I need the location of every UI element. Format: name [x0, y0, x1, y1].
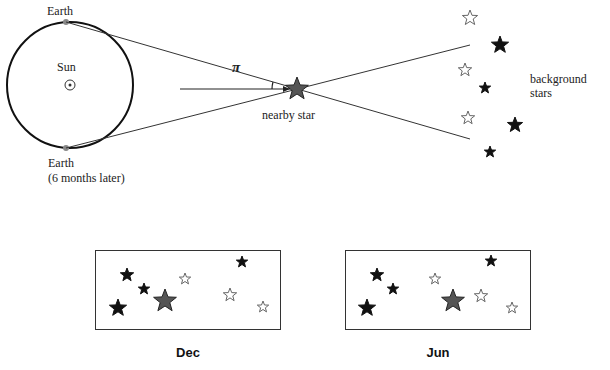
note-label: (6 months later): [48, 171, 125, 185]
nearby-star: [286, 77, 309, 99]
background-star: [109, 299, 126, 315]
background-star: [387, 283, 398, 294]
sun-dot: [69, 84, 72, 87]
sun-label: Sun: [57, 60, 76, 74]
month-caption: Dec: [96, 345, 280, 360]
background-star: [461, 111, 474, 124]
month-caption: Jun: [346, 345, 530, 360]
background-star: [507, 117, 522, 132]
background-star: [462, 10, 477, 25]
background-star: [484, 146, 495, 157]
sun-symbol: [65, 80, 75, 90]
nearby-star: [442, 289, 465, 311]
background-star: [138, 283, 149, 294]
background-star: [223, 288, 236, 301]
nearby-star: [154, 289, 177, 311]
background-star: [474, 289, 487, 302]
angle-arc: [272, 82, 273, 89]
sky-view-frame: Jun: [345, 250, 531, 330]
star-label: background stars: [530, 72, 596, 100]
sky-view-frame: Dec: [95, 250, 281, 330]
background-star: [506, 302, 517, 313]
background-star: [358, 299, 375, 315]
sight-line: [66, 45, 470, 148]
earth-orbit: [7, 22, 133, 148]
earth-label: Earth: [47, 4, 73, 18]
star-label: nearby star: [262, 108, 315, 122]
baseline-arrow: [180, 88, 290, 89]
angle-symbol: π: [232, 60, 240, 74]
background-star: [120, 268, 133, 281]
background-star: [479, 82, 490, 93]
background-star: [485, 255, 496, 266]
earth-label: Earth: [48, 156, 74, 170]
background-star: [257, 301, 268, 312]
background-star: [370, 268, 383, 281]
sight-line: [66, 22, 470, 139]
background-star: [236, 256, 247, 267]
background-star: [491, 36, 508, 52]
background-star: [429, 273, 440, 284]
background-star: [179, 273, 190, 284]
background-star: [458, 63, 471, 76]
